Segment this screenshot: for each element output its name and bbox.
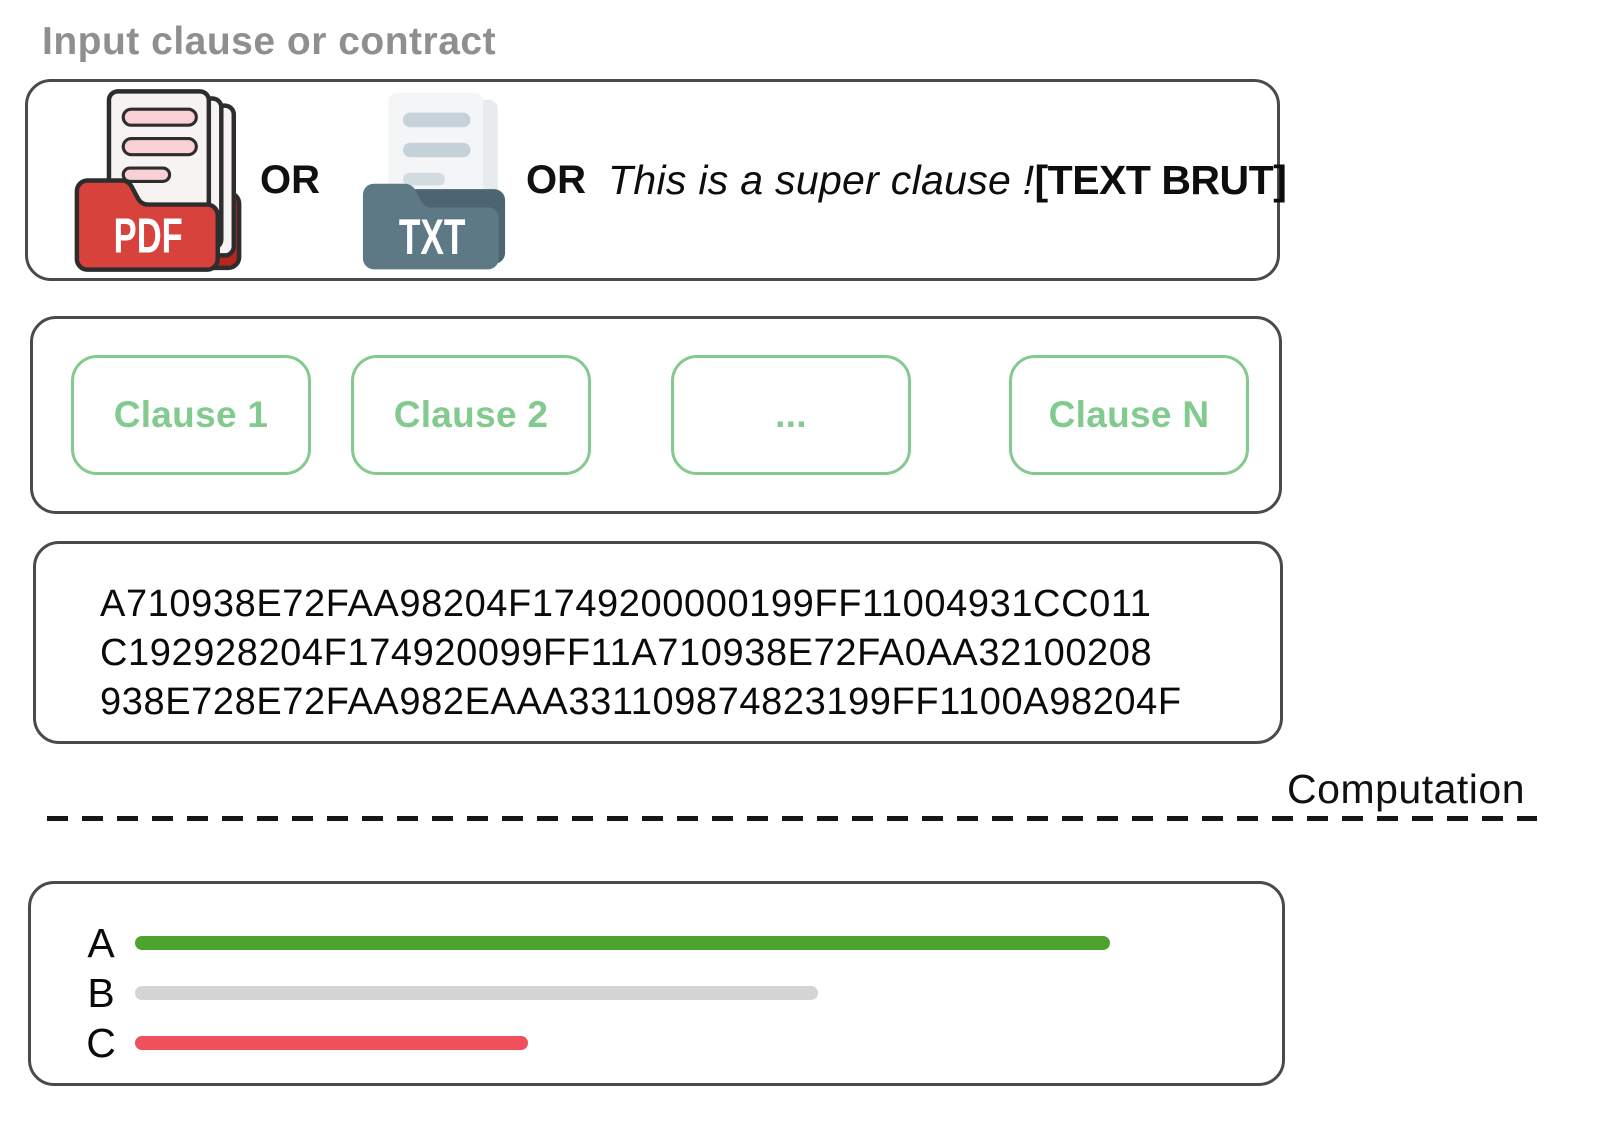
bar-a <box>135 936 1110 950</box>
result-row-c: C <box>81 1018 1282 1068</box>
input-box: PDF OR TXT OR This is a super clause ! [… <box>25 79 1287 281</box>
hash-line-2: C192928204F174920099FF11A710938E72FA0AA3… <box>100 632 1153 674</box>
or-label-1: OR <box>260 157 320 202</box>
computation-label: Computation <box>1287 766 1525 812</box>
result-row-b: B <box>81 968 1282 1018</box>
page-title: Input clause or contract <box>42 20 497 63</box>
example-clause-text: This is a super clause ! <box>608 156 1035 203</box>
txt-file-icon: TXT <box>362 92 506 269</box>
hash-line-1: A710938E72FAA98204F1749200000199FF110049… <box>100 583 1152 625</box>
bar-label-b: B <box>87 969 115 1016</box>
clause-chip-2: Clause 2 <box>351 355 591 475</box>
clause-chip-ellipsis: ... <box>671 355 911 475</box>
hash-box: A710938E72FAA98204F1749200000199FF110049… <box>33 541 1283 744</box>
bar-c <box>135 1036 528 1050</box>
pdf-icon-label: PDF <box>114 208 183 262</box>
clauses-box: Clause 1 Clause 2 ... Clause N <box>30 316 1282 514</box>
bar-label-c: C <box>86 1019 116 1066</box>
pdf-file-icon: PDF <box>74 88 242 272</box>
txt-icon-label: TXT <box>399 209 466 265</box>
or-label-2: OR <box>526 157 586 202</box>
clause-chip-1: Clause 1 <box>71 355 311 475</box>
result-row-a: A <box>81 918 1282 968</box>
raw-text-tag: [TEXT BRUT] <box>1034 156 1287 203</box>
hash-line-3: 938E728E72FAA982EAAA331109874823199FF110… <box>100 681 1182 723</box>
computation-divider <box>47 816 1537 821</box>
results-box: A B C <box>28 881 1285 1086</box>
clause-chip-n: Clause N <box>1009 355 1249 475</box>
bar-label-a: A <box>87 919 115 966</box>
bar-b <box>135 986 818 1000</box>
